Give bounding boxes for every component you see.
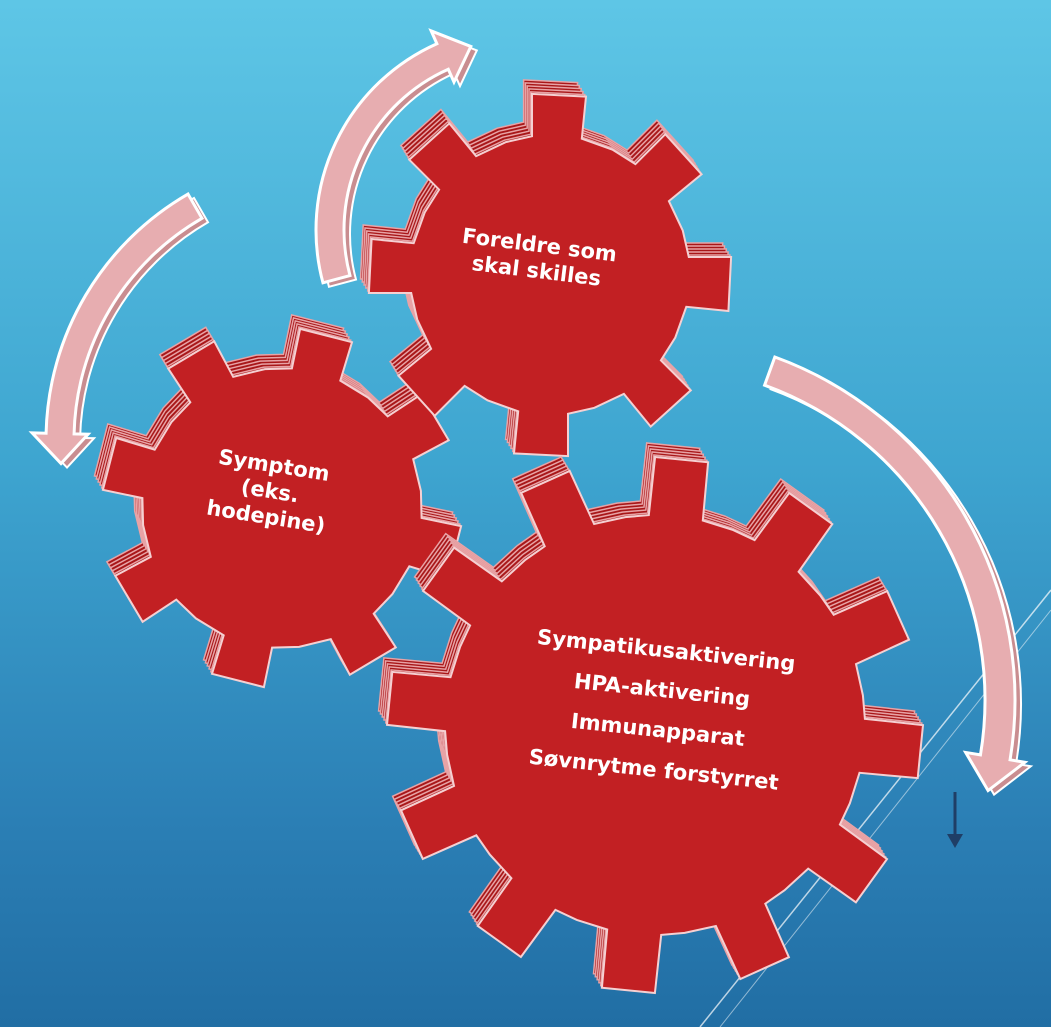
small-down-arrow [947, 792, 963, 848]
gear-stress-response [377, 442, 925, 995]
curved-arrow-left [28, 191, 210, 469]
curved-arrow-top [314, 28, 479, 289]
gear-symptom [93, 313, 463, 689]
curved-arrow-right [762, 355, 1034, 797]
gear-foreldre [359, 79, 733, 458]
